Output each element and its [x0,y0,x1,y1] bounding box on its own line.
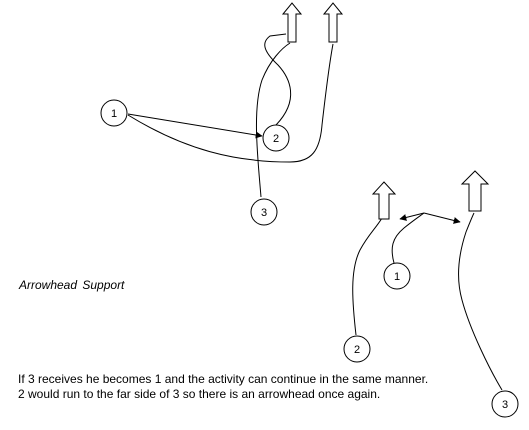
description-line-1: If 3 receives he becomes 1 and the activ… [18,372,429,386]
top-diagram: 1 2 3 [100,2,344,226]
bottom-run-path-2 [352,217,383,336]
top-player-2-label: 2 [273,133,279,145]
diagram-caption: Arrowhead Support [19,278,125,292]
top-up-arrow-left [281,2,303,43]
top-run-path-2 [264,33,292,126]
top-run-path-1 [127,43,334,163]
top-player-1: 1 [100,99,128,127]
bottom-up-arrow-left [371,181,397,220]
top-player-1-label: 1 [111,108,117,120]
bottom-player-3-label: 3 [502,399,508,411]
bottom-up-arrow-right [460,170,490,212]
top-player-3-label: 3 [261,207,267,219]
bottom-run-path-1 [391,212,425,264]
description-line-2: 2 would run to the far side of 3 so ther… [18,387,381,401]
top-player-2: 2 [262,124,290,152]
bottom-pass-arrow-right [423,212,461,224]
bottom-diagram: 1 2 3 [343,170,519,418]
bottom-player-1: 1 [383,262,411,290]
bottom-pass-arrow-left [399,212,425,221]
top-run-path-3 [255,42,291,198]
bottom-run-path-3 [458,212,503,391]
bottom-player-1-label: 1 [394,271,400,283]
diagram-description: If 3 receives he becomes 1 and the activ… [18,372,428,402]
top-up-arrow-right [322,2,344,43]
bottom-player-2: 2 [343,335,371,363]
bottom-player-3: 3 [491,390,519,418]
bottom-player-2-label: 2 [354,344,360,356]
top-player-3: 3 [250,198,278,226]
top-pass-arrow [127,113,263,139]
